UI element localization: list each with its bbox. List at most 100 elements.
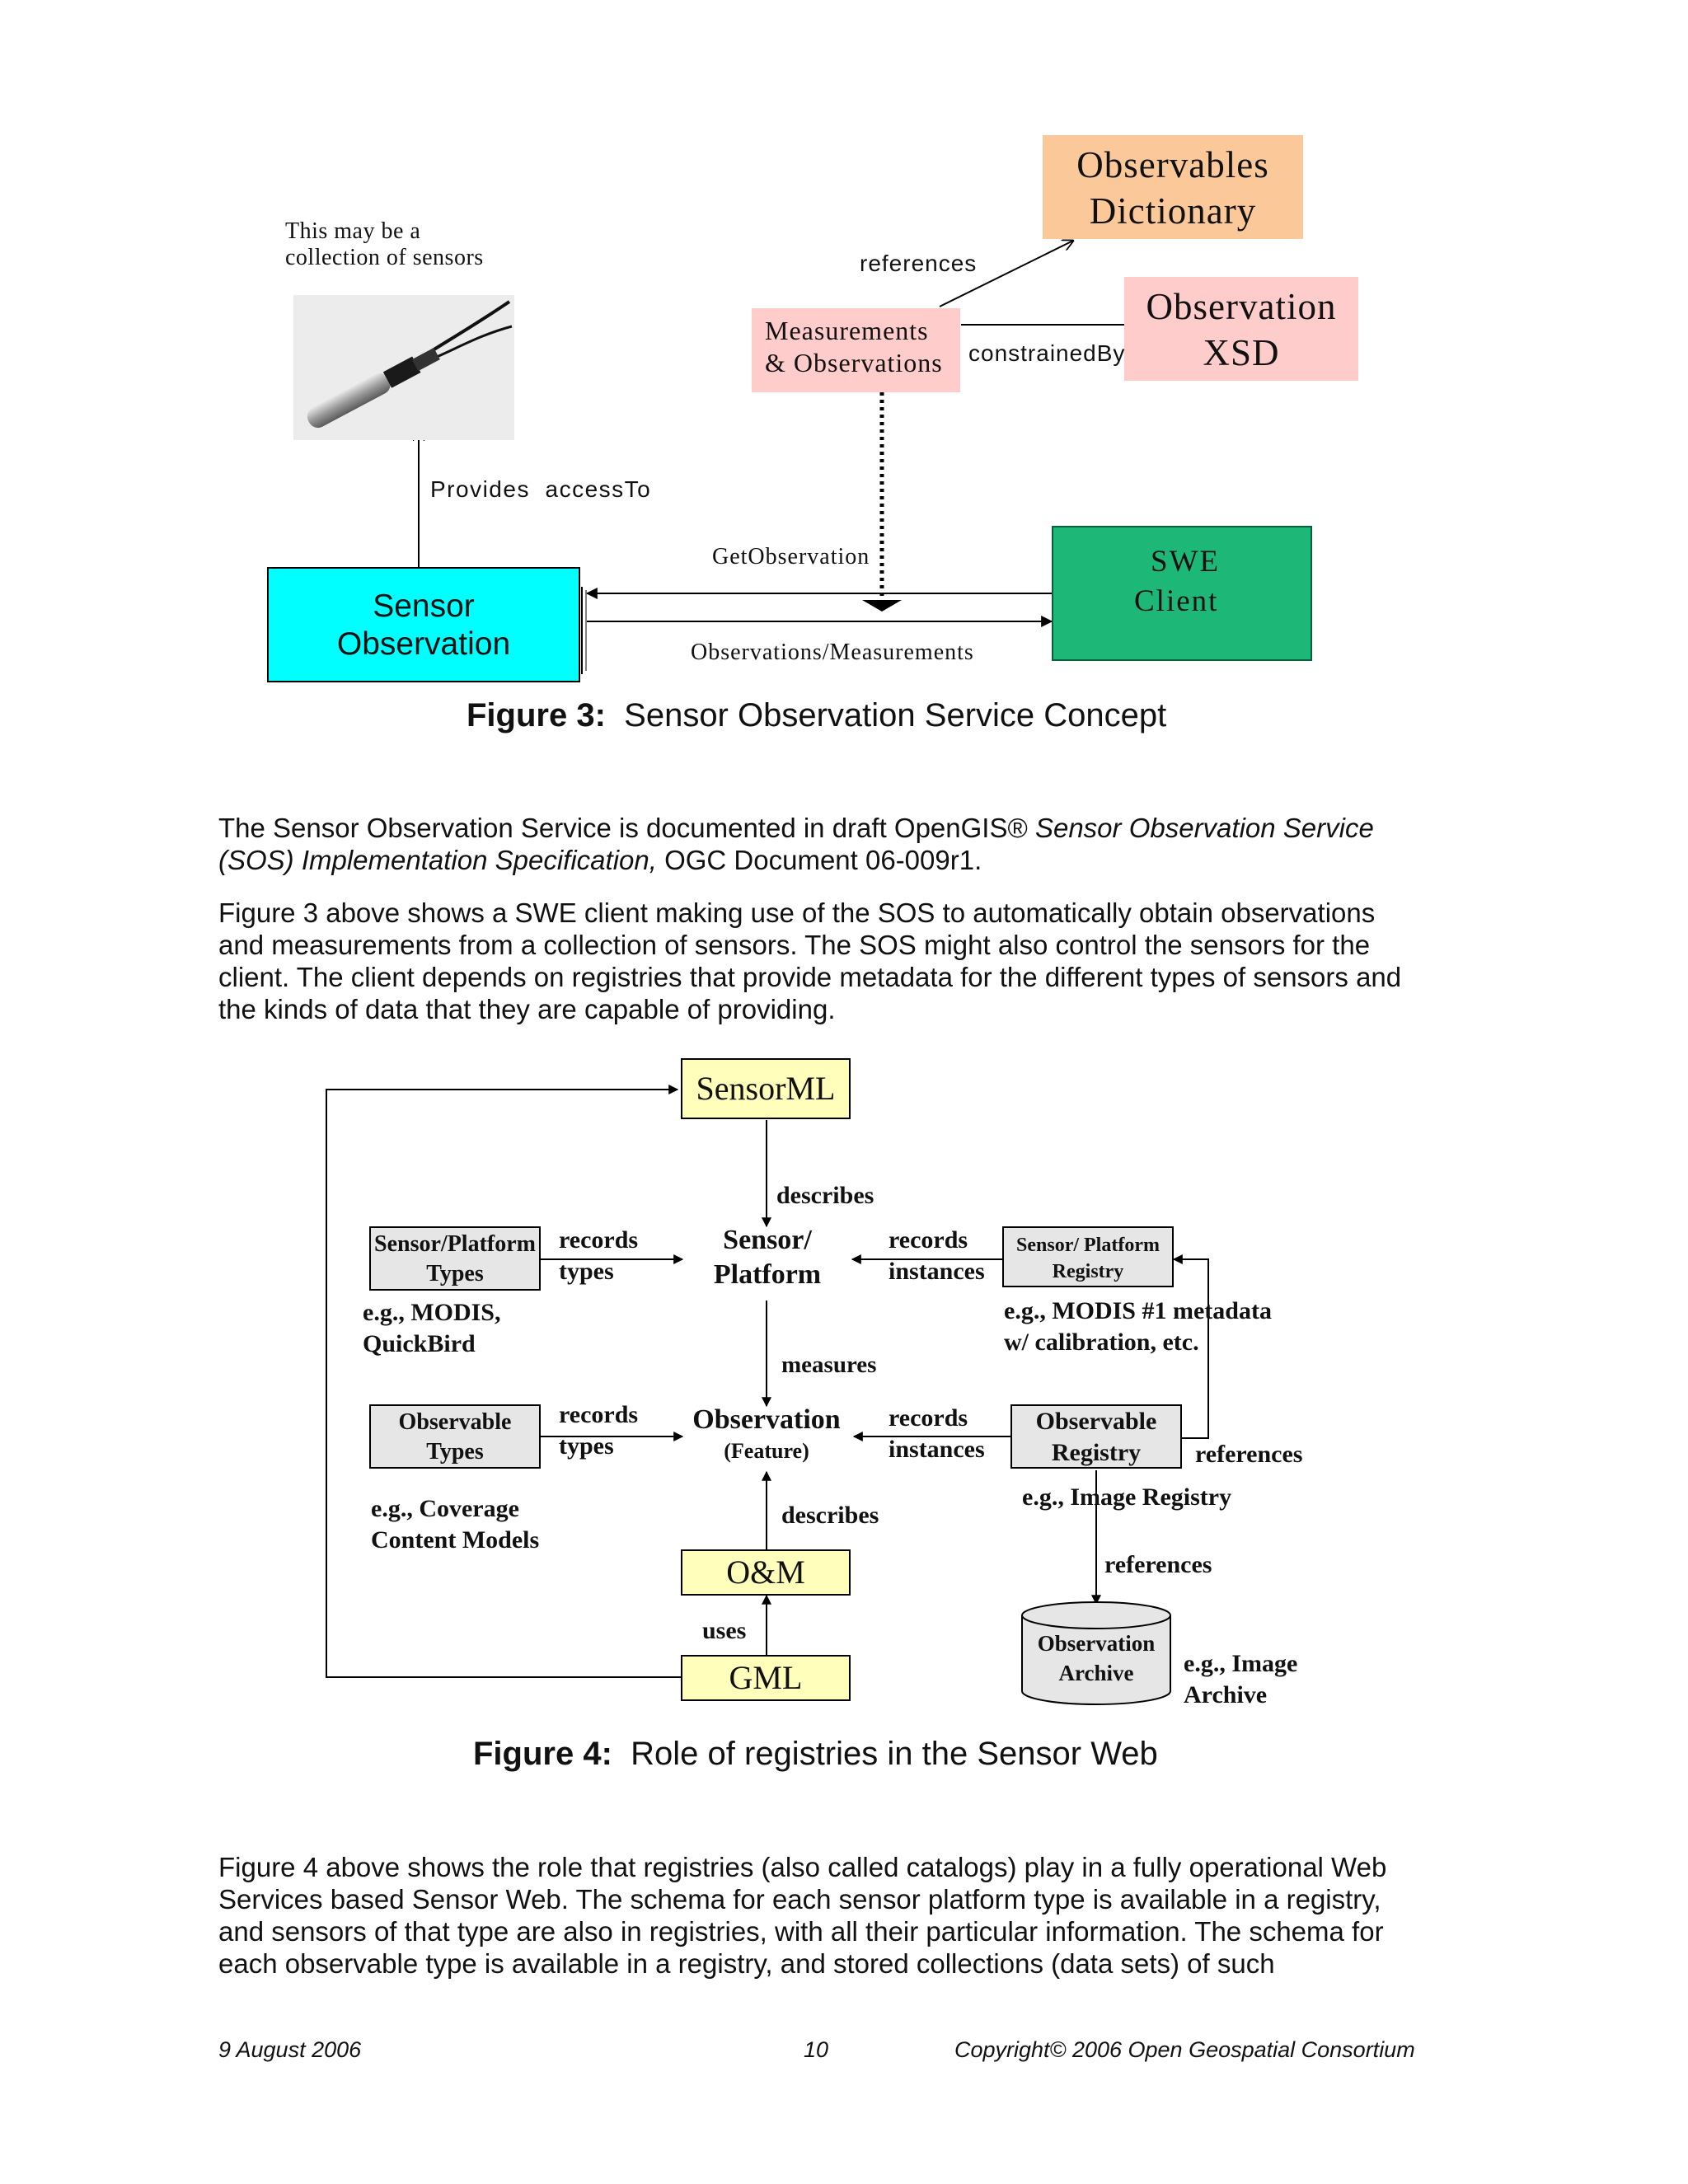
footer-copyright: Copyright© 2006 Open Geospatial Consorti… (954, 2037, 1415, 2062)
figure-4-caption: Figure 4: Role of registries in the Sens… (473, 1736, 1158, 1773)
records-types-1-line-1: records (559, 1226, 639, 1254)
swe-client-box: SWE Client (1052, 526, 1312, 661)
observation-xsd-line-2: XSD (1203, 332, 1280, 373)
sensor-platform-line-1: Sensor/ (723, 1225, 812, 1255)
eg-coverage-line-1: e.g., Coverage (371, 1495, 519, 1522)
sensor-platform-types-line-1: Sensor/Platform (374, 1231, 536, 1257)
figure-4-caption-text: Role of registries in the Sensor Web (631, 1736, 1158, 1772)
records-types-1-line-2: types (559, 1258, 614, 1285)
measurements-observations-box: Measurements & Observations (752, 308, 960, 392)
sensor-platform-registry-line-1: Sensor/ Platform (1016, 1235, 1160, 1256)
records-types-label-2: records types (559, 1399, 638, 1462)
sensor-probe-image (293, 295, 514, 440)
footer-page-number: 10 (804, 2037, 829, 2062)
measures-label: measures (781, 1352, 877, 1378)
eg-modis-line-1: e.g., MODIS, (363, 1299, 501, 1326)
records-types-2-line-1: records (559, 1401, 639, 1428)
eg-image-registry-label: e.g., Image Registry (1022, 1483, 1232, 1511)
observation-archive-line-1: Observation (1037, 1631, 1156, 1656)
records-instances-1-line-1: records (889, 1226, 968, 1254)
figure-4-caption-label: Figure 4: (473, 1736, 612, 1772)
observation-archive-line-2: Archive (1058, 1661, 1134, 1685)
sensor-platform-types-box: Sensor/Platform Types (369, 1226, 541, 1291)
provides-access-label: Provides accessTo (430, 476, 652, 502)
footer-date: 9 August 2006 (218, 2037, 362, 2062)
observables-dictionary-line-1: Observables (1076, 144, 1269, 185)
observables-dictionary-bg (1043, 135, 1303, 239)
measurements-observations-bg (752, 308, 960, 392)
observation-xsd-bg (1124, 277, 1358, 381)
observation-feature-line-2: (Feature) (724, 1439, 809, 1463)
figure-3-caption-label: Figure 3: (467, 697, 606, 733)
sensor-observation-bg (269, 569, 579, 681)
observation-feature-line-1: Observation (692, 1404, 841, 1435)
observation-archive-label: Observation Archive (1022, 1629, 1170, 1688)
records-instances-2-line-2: instances (889, 1436, 985, 1463)
measurements-line-1: Measurements (765, 316, 929, 345)
eg-image-archive-line-2: Archive (1184, 1681, 1268, 1708)
sensor-platform-line-2: Platform (713, 1259, 822, 1290)
figure-3-caption: Figure 3: Sensor Observation Service Con… (467, 697, 1166, 734)
records-types-2-line-2: types (559, 1432, 614, 1460)
sensor-note-line-1: This may be a (285, 218, 421, 244)
registry-references-line (1172, 1254, 1209, 1439)
references-label-1: references (1195, 1441, 1303, 1468)
eg-modis1-label: e.g., MODIS #1 metadata w/ calibration, … (1004, 1296, 1272, 1358)
observation-feature-node: Observation (Feature) (679, 1404, 854, 1467)
sensor-platform-node: Sensor/ Platform (697, 1223, 837, 1292)
sos-spec-title: Sensor Observation Service (SOS) Impleme… (218, 813, 1374, 875)
gml-to-sensorml-line (326, 1085, 681, 1678)
sensor-observation-line-1: Sensor (373, 588, 475, 624)
om-box: O&M (681, 1549, 851, 1596)
eg-coverage-label: e.g., Coverage Content Models (371, 1493, 539, 1556)
swe-client-line-2: Client (1134, 584, 1219, 618)
observable-registry-line-2: Registry (1051, 1439, 1142, 1466)
eg-image-archive-label: e.g., Image Archive (1184, 1648, 1297, 1711)
eg-modis1-line-2: w/ calibration, etc. (1004, 1329, 1199, 1356)
references-label: references (860, 251, 978, 276)
sensor-note-line-2: collection of sensors (285, 245, 484, 270)
eg-coverage-line-2: Content Models (371, 1526, 540, 1554)
sensor-platform-types-line-2: Types (426, 1261, 484, 1286)
sensorml-box: SensorML (681, 1058, 851, 1119)
paragraph-1-text: The Sensor Observation Service is docume… (218, 813, 1035, 843)
observable-types-line-2: Types (426, 1439, 484, 1465)
eg-image-archive-line-1: e.g., Image (1184, 1650, 1298, 1677)
paragraph-figure-4-description: Figure 4 above shows the role that regis… (218, 1852, 1387, 1979)
eg-modis-label: e.g., MODIS, QuickBird (363, 1297, 501, 1360)
figure-4-connectors (326, 1085, 1209, 1705)
measurements-line-2: & Observations (765, 348, 943, 377)
sensor-observation-line-2: Observation (336, 626, 511, 662)
sensor-collection-note: This may be a collection of sensors (285, 218, 484, 271)
observable-registry-line-1: Observable (1035, 1408, 1157, 1435)
observable-types-box: Observable Types (369, 1404, 541, 1469)
describes-label-1: describes (776, 1182, 874, 1209)
observations-measurements-label: Observations/Measurements (691, 640, 974, 665)
records-instances-label-2: records instances (889, 1403, 985, 1465)
get-observation-label: GetObservation (712, 544, 870, 569)
observable-registry-box: Observable Registry (1010, 1404, 1182, 1469)
swe-client-line-1: SWE (1151, 545, 1221, 579)
constrained-by-label: constrainedBy (968, 340, 1126, 366)
gml-box: GML (681, 1655, 851, 1701)
observables-dictionary-box: Observables Dictionary (1043, 135, 1303, 239)
records-instances-label-1: records instances (889, 1225, 985, 1287)
references-label-2: references (1104, 1551, 1212, 1578)
describes-label-2: describes (781, 1502, 879, 1529)
observable-types-line-1: Observable (398, 1409, 512, 1435)
observables-dictionary-line-2: Dictionary (1089, 190, 1257, 232)
paragraph-figure-3-description: Figure 3 above shows a SWE client making… (218, 898, 1402, 1024)
sensor-observation-box: Sensor Observation (267, 567, 580, 682)
observation-xsd-box: Observation XSD (1124, 277, 1358, 381)
sensor-platform-registry-line-2: Registry (1052, 1261, 1124, 1282)
eg-modis1-line-1: e.g., MODIS #1 metadata (1004, 1297, 1272, 1324)
records-instances-1-line-2: instances (889, 1258, 985, 1285)
observation-archive-cylinder (1021, 1601, 1171, 1705)
swe-client-bg (1053, 527, 1311, 659)
paragraph-sos-reference: The Sensor Observation Service is docume… (218, 812, 1422, 876)
paragraph-1-doc-number: OGC Document 06-009r1. (656, 845, 982, 875)
observation-xsd-line-1: Observation (1146, 286, 1337, 327)
figure-3-connectors (0, 0, 1688, 674)
figure-3-caption-text: Sensor Observation Service Concept (624, 697, 1167, 733)
references-arrow (939, 241, 1073, 307)
